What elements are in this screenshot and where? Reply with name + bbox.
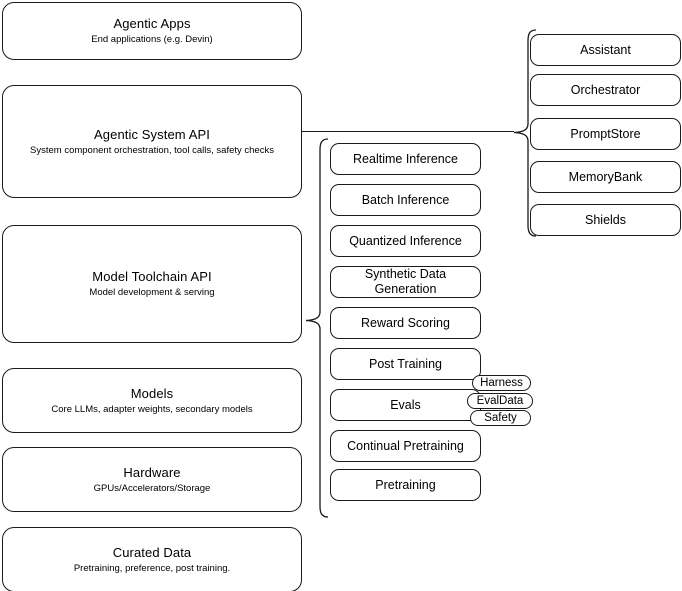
capability-label: Evals bbox=[390, 397, 421, 412]
capability-label: Quantized Inference bbox=[349, 233, 462, 248]
system-component-box-assistant[interactable]: Assistant bbox=[530, 34, 681, 66]
capability-box-reward-scoring[interactable]: Reward Scoring bbox=[330, 307, 481, 339]
layer-subtitle: End applications (e.g. Devin) bbox=[91, 34, 213, 45]
layer-title: Agentic System API bbox=[94, 127, 210, 142]
layer-subtitle: Model development & serving bbox=[89, 287, 215, 298]
brace-toolchain-capabilities bbox=[303, 138, 329, 518]
layer-box-model-toolchain-api[interactable]: Model Toolchain API Model development & … bbox=[2, 225, 302, 343]
layer-box-agentic-apps[interactable]: Agentic Apps End applications (e.g. Devi… bbox=[2, 2, 302, 60]
system-component-box-promptstore[interactable]: PromptStore bbox=[530, 118, 681, 150]
layer-title: Model Toolchain API bbox=[92, 269, 212, 284]
layer-box-agentic-system-api[interactable]: Agentic System API System component orch… bbox=[2, 85, 302, 198]
capability-box-pretraining[interactable]: Pretraining bbox=[330, 469, 481, 501]
system-component-label: MemoryBank bbox=[568, 169, 643, 184]
system-component-box-memorybank[interactable]: MemoryBank bbox=[530, 161, 681, 193]
system-component-label: Shields bbox=[585, 212, 626, 227]
system-component-label: PromptStore bbox=[570, 126, 641, 141]
evals-subcomponent-harness[interactable]: Harness bbox=[472, 375, 531, 391]
layer-title: Models bbox=[130, 385, 174, 401]
system-component-label: Orchestrator bbox=[570, 82, 641, 97]
capability-box-quantized-inference[interactable]: Quantized Inference bbox=[330, 225, 481, 257]
evals-subcomponent-label: Safety bbox=[484, 411, 517, 424]
system-component-box-orchestrator[interactable]: Orchestrator bbox=[530, 74, 681, 106]
layer-title: Agentic Apps bbox=[113, 16, 191, 31]
capability-box-batch-inference[interactable]: Batch Inference bbox=[330, 184, 481, 216]
evals-subcomponent-label: EvalData bbox=[476, 394, 524, 407]
capability-label: Pretraining bbox=[375, 477, 436, 492]
capability-label: Synthetic Data Generation bbox=[364, 267, 447, 296]
layer-subtitle: Core LLMs, adapter weights, secondary mo… bbox=[51, 403, 253, 415]
capability-label: Batch Inference bbox=[361, 192, 450, 207]
layer-box-models[interactable]: Models Core LLMs, adapter weights, secon… bbox=[2, 368, 302, 433]
layer-box-curated-data[interactable]: Curated Data Pretraining, preference, po… bbox=[2, 527, 302, 591]
evals-subcomponent-label: Harness bbox=[480, 376, 523, 389]
system-component-label: Assistant bbox=[580, 42, 631, 57]
capability-box-continual-pretraining[interactable]: Continual Pretraining bbox=[330, 430, 481, 462]
layer-subtitle: System component orchestration, tool cal… bbox=[30, 145, 274, 156]
evals-subcomponent-safety[interactable]: Safety bbox=[470, 410, 531, 426]
capability-box-evals[interactable]: Evals bbox=[330, 389, 481, 421]
layer-subtitle: Pretraining, preference, post training. bbox=[73, 562, 231, 574]
capability-label: Reward Scoring bbox=[361, 315, 450, 330]
evals-subcomponent-evaldata[interactable]: EvalData bbox=[467, 393, 533, 409]
capability-label: Realtime Inference bbox=[353, 151, 458, 166]
capability-label: Post Training bbox=[369, 356, 442, 371]
system-component-box-shields[interactable]: Shields bbox=[530, 204, 681, 236]
layer-box-hardware[interactable]: Hardware GPUs/Accelerators/Storage bbox=[2, 447, 302, 512]
layer-subtitle: GPUs/Accelerators/Storage bbox=[93, 482, 211, 494]
capability-box-post-training[interactable]: Post Training bbox=[330, 348, 481, 380]
connector-system-api-to-components bbox=[302, 131, 514, 132]
capability-label: Continual Pretraining bbox=[347, 438, 464, 453]
layer-title: Curated Data bbox=[112, 544, 192, 560]
capability-box-realtime-inference[interactable]: Realtime Inference bbox=[330, 143, 481, 175]
layer-title: Hardware bbox=[123, 464, 181, 480]
capability-box-synthetic-data-generation[interactable]: Synthetic Data Generation bbox=[330, 266, 481, 298]
